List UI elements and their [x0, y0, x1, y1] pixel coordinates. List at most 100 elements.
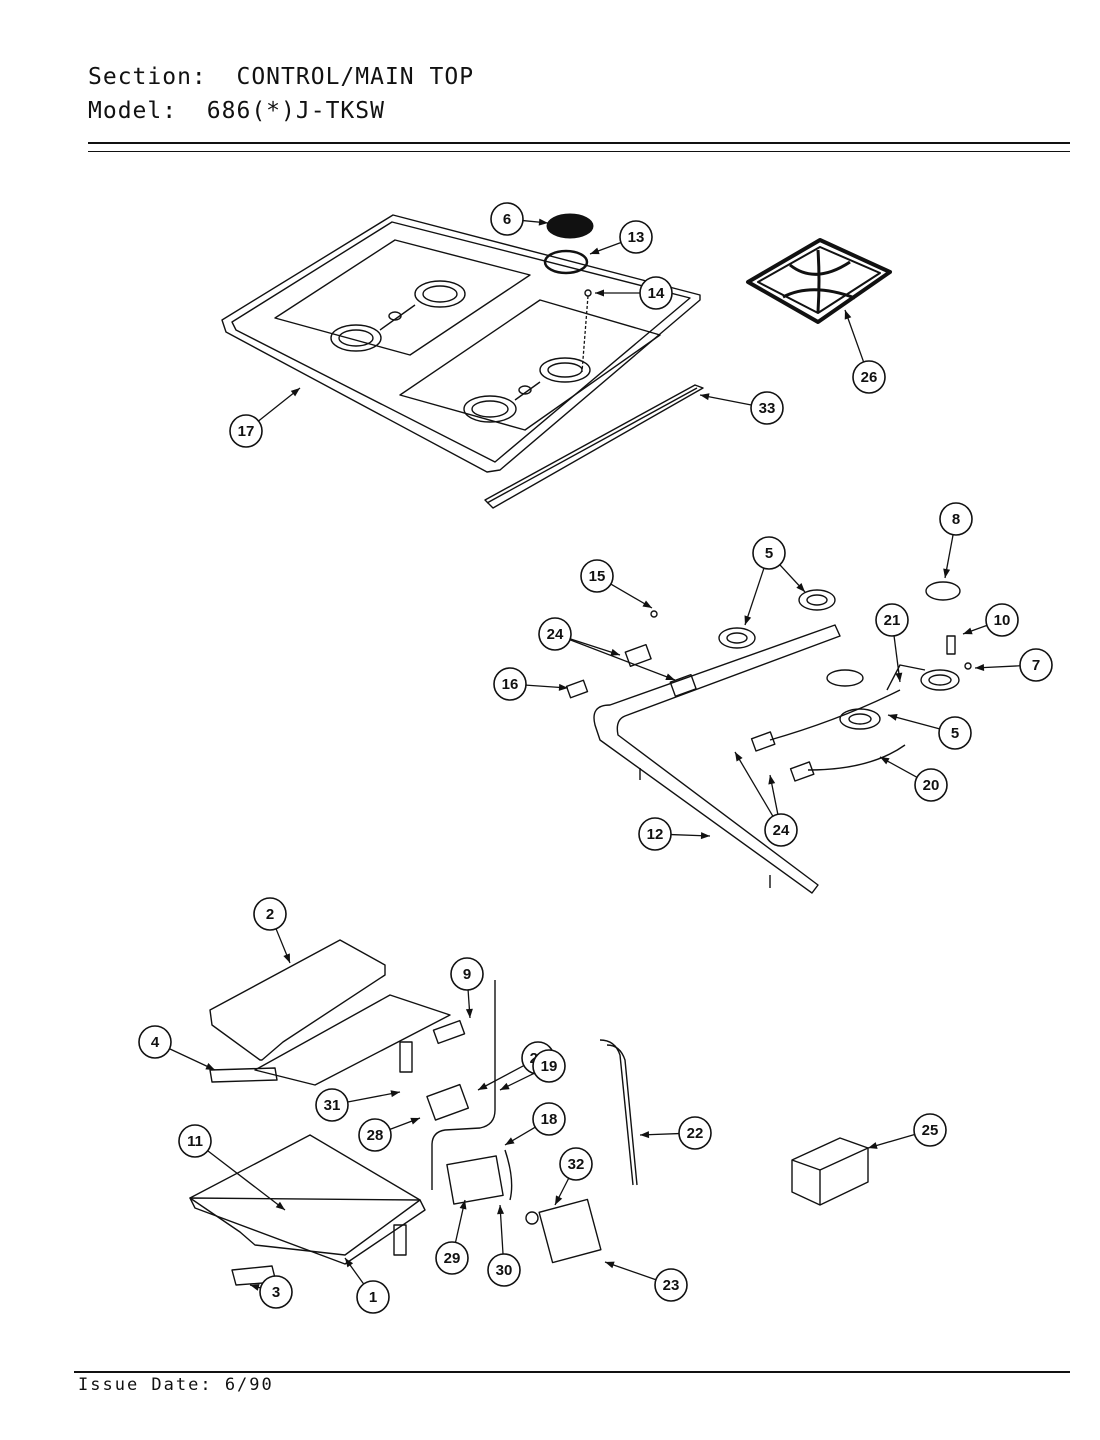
callout-circle [750, 391, 784, 425]
leader-line [569, 639, 676, 681]
leader-arrowhead [665, 673, 675, 681]
callout-number: 3 [272, 1284, 280, 1301]
callout-number: 4 [151, 1034, 160, 1051]
callout-number: 11 [187, 1133, 203, 1150]
callout-number: 29 [444, 1250, 461, 1267]
callout-32: 32 [554, 1147, 593, 1206]
leader-arrowhead [500, 1082, 510, 1090]
callout-circle [138, 1025, 172, 1059]
leader-arrowhead [345, 1258, 354, 1268]
leader-arrowhead [497, 1205, 505, 1215]
callout-21: 21 [875, 603, 909, 683]
callout-11: 11 [178, 1124, 286, 1211]
callout-circle [852, 360, 886, 394]
callout-number: 20 [923, 777, 940, 794]
callout-circle [985, 603, 1019, 637]
callout-circle [315, 1088, 349, 1122]
section-header: Section: CONTROL/MAIN TOP [88, 64, 474, 90]
callout-23: 23 [604, 1261, 688, 1302]
main-top-panel [221, 214, 701, 473]
callout-number: 9 [463, 966, 471, 983]
spark-module [791, 1137, 869, 1206]
callout-number: 15 [589, 568, 606, 585]
callout-5: 5 [744, 536, 806, 626]
footer-rule [74, 1371, 1070, 1373]
callout-number: 7 [1032, 657, 1040, 674]
trim-strip [484, 384, 704, 509]
burner-cap [546, 213, 594, 239]
callout-18: 18 [504, 1102, 566, 1146]
callout-number: 19 [541, 1058, 558, 1075]
broiler-pan [189, 1134, 426, 1286]
callout-31: 31 [315, 1088, 401, 1122]
callout-number: 31 [324, 1097, 341, 1114]
callout-number: 32 [568, 1156, 585, 1173]
leader-arrowhead [844, 310, 852, 320]
callout-number: 10 [994, 612, 1011, 629]
leader-arrowhead [505, 1137, 515, 1145]
callout-14: 14 [595, 276, 673, 310]
callout-circle [638, 817, 672, 851]
callout-circle [580, 559, 614, 593]
leader-arrowhead [390, 1090, 400, 1098]
leader-arrowhead [768, 775, 776, 785]
callout-2: 2 [253, 897, 291, 964]
callout-circle [178, 1124, 212, 1158]
callout-number: 25 [922, 1122, 939, 1139]
leader-arrowhead [465, 1008, 473, 1018]
callout-circle [875, 603, 909, 637]
callout-3: 3 [249, 1275, 293, 1309]
leader-arrowhead [290, 388, 300, 397]
model-value: 686(*)J-TKSW [206, 98, 385, 124]
callout-circle [532, 1049, 566, 1083]
callout-number: 5 [765, 545, 773, 562]
callout-circle [938, 716, 972, 750]
leader-arrowhead [410, 1117, 420, 1125]
callout-circle [435, 1241, 469, 1275]
header-rule [88, 142, 1070, 144]
leader-arrowhead [868, 1142, 878, 1149]
callout-number: 16 [502, 676, 519, 693]
callout-circle [1019, 648, 1053, 682]
callout-circle [532, 1102, 566, 1136]
burner-grate [746, 238, 892, 324]
leader-arrowhead [943, 568, 951, 578]
broiler-cover [209, 939, 451, 1086]
callout-circle [358, 1118, 392, 1152]
callout-number: 12 [647, 826, 664, 843]
leader-arrowhead [478, 1082, 488, 1090]
leader-line [207, 1150, 286, 1211]
callout-10: 10 [962, 603, 1019, 637]
callout-number: 2 [266, 906, 274, 923]
burner-head [925, 581, 961, 601]
callout-7: 7 [974, 648, 1053, 682]
leader-arrowhead [275, 1201, 285, 1210]
callout-number: 26 [861, 369, 878, 386]
callout-4: 4 [138, 1025, 216, 1071]
callout-number: 22 [687, 1125, 704, 1142]
leader-arrowhead [558, 683, 568, 691]
callout-circle [487, 1253, 521, 1287]
issue-date: Issue Date: 6/90 [78, 1375, 274, 1395]
leader-arrowhead [640, 1131, 650, 1139]
leader-line [734, 751, 774, 817]
callout-number: 18 [541, 1111, 558, 1128]
callout-20: 20 [879, 756, 948, 802]
leader-arrowhead [744, 615, 752, 625]
leader-line [744, 567, 765, 626]
leader-arrowhead [250, 1283, 260, 1291]
callout-number: 14 [648, 285, 665, 302]
model-header: Model: 686(*)J-TKSW [88, 98, 385, 124]
callout-circle [538, 617, 572, 651]
callout-circle [913, 1113, 947, 1147]
callout-number: 13 [628, 229, 645, 246]
callout-16: 16 [493, 667, 569, 701]
leader-arrowhead [459, 1200, 467, 1210]
callout-layer: 6131426173385152421101675202412294271931… [138, 202, 1053, 1314]
callout-number: 24 [547, 626, 564, 643]
leader-arrowhead [595, 289, 604, 297]
leader-arrowhead [880, 757, 890, 765]
callout-circle [493, 667, 527, 701]
callout-number: 24 [773, 822, 790, 839]
